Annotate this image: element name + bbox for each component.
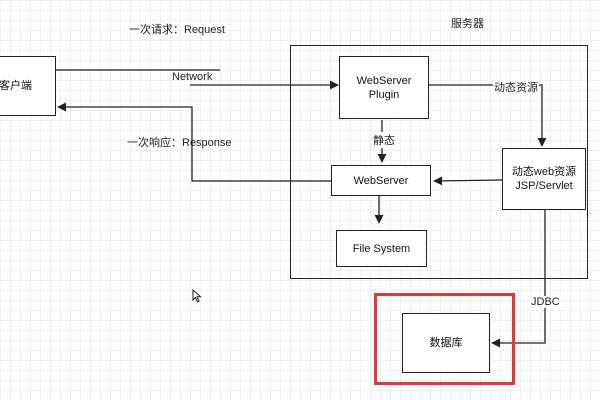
network-label: Network — [172, 71, 213, 83]
mouse-pointer-icon — [192, 289, 202, 303]
database-node: 数据库 — [402, 313, 490, 373]
file-system-node: File System — [336, 230, 427, 267]
dynamic-resource-label: 动态资源 — [493, 79, 539, 95]
webserver-plugin-label: WebServer Plugin — [356, 74, 412, 101]
response-label: 一次响应：Response — [127, 137, 232, 149]
database-label: 数据库 — [429, 337, 463, 349]
response-arrow — [57, 102, 331, 182]
server-frame — [290, 45, 588, 279]
webserver-label: WebServer — [353, 174, 409, 187]
dynamic-to-webserver-arrow — [433, 176, 503, 186]
client-node: 客户端 — [0, 56, 56, 116]
webserver-plugin-node: WebServer Plugin — [339, 56, 429, 119]
static-label: 静态 — [372, 132, 396, 148]
jdbc-label: JDBC — [530, 296, 561, 308]
webserver-node: WebServer — [331, 165, 431, 196]
server-title: 服务器 — [451, 18, 484, 30]
client-label: 客户端 — [0, 80, 32, 92]
jdbc-arrow — [491, 210, 546, 348]
dynamic-web-node: 动态web资源 JSP/Servlet — [502, 148, 586, 210]
request-label: 一次请求：Request — [129, 24, 225, 36]
dynamic-arrow — [429, 84, 547, 147]
dynamic-web-label: 动态web资源 JSP/Servlet — [511, 166, 577, 192]
file-system-label: File System — [352, 242, 411, 255]
database-highlight — [374, 293, 515, 385]
